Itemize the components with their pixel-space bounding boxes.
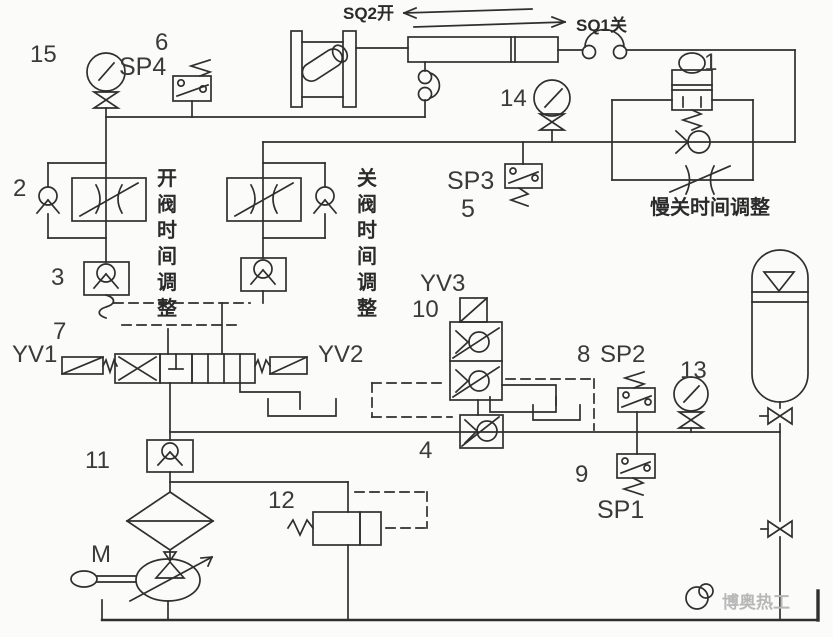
flow-control-open-time xyxy=(35,162,147,239)
check-valve-3-left xyxy=(83,261,130,296)
label-sp2: SP2 xyxy=(600,341,645,368)
stroke-direction-arrows xyxy=(402,6,567,29)
pilot-box-dashed xyxy=(371,378,595,431)
hydraulic-cylinder xyxy=(407,36,583,63)
check-valve-3-right xyxy=(240,257,287,304)
label-8: 8 xyxy=(577,341,590,368)
label-open-time-adjust: 开阀时间调整 xyxy=(157,168,177,320)
label-5: 5 xyxy=(461,195,475,223)
flow-control-close-time xyxy=(226,141,338,259)
accumulator-shutoff-valve xyxy=(759,401,793,433)
accumulator xyxy=(751,249,809,433)
pressure-switch-sp2 xyxy=(617,370,656,433)
solenoid-valve-10 xyxy=(449,296,581,421)
label-10: 10 xyxy=(412,296,439,323)
limit-switch-sq1 xyxy=(581,28,796,143)
label-sq1-close: SQ1关 xyxy=(576,15,627,35)
label-13: 13 xyxy=(680,357,707,384)
label-close-time-adjust: 关阀时间调整 xyxy=(357,168,377,320)
label-1: 1 xyxy=(704,49,717,76)
pump-and-motor xyxy=(70,551,214,620)
label-14: 14 xyxy=(500,85,527,112)
label-sp3: SP3 xyxy=(447,167,494,195)
label-2: 2 xyxy=(13,175,26,202)
label-6: 6 xyxy=(155,29,168,56)
butterfly-disc xyxy=(301,44,349,83)
label-3: 3 xyxy=(51,264,64,291)
drain-shutoff-valve xyxy=(760,431,793,620)
adjustable-throttle xyxy=(668,164,732,196)
directional-valve-7 xyxy=(60,353,337,441)
pressure-switch-sp4 xyxy=(172,58,213,118)
check-valve-4 xyxy=(459,414,504,449)
relief-valve-12 xyxy=(169,481,428,620)
label-yv2: YV2 xyxy=(318,341,363,368)
label-yv1: YV1 xyxy=(12,341,57,368)
pilot-lines-dashed xyxy=(98,293,251,355)
label-sp1: SP1 xyxy=(597,496,644,524)
label-motor: M xyxy=(91,541,111,568)
watermark-logo xyxy=(685,583,714,610)
slow-close-valve-1 xyxy=(611,52,754,196)
label-9: 9 xyxy=(575,461,588,488)
label-4: 4 xyxy=(419,437,432,464)
label-7: 7 xyxy=(53,318,66,345)
butterfly-valve xyxy=(290,30,409,108)
label-yv3: YV3 xyxy=(420,270,465,297)
watermark-text: 博奥热工 xyxy=(722,593,790,612)
filter xyxy=(125,490,215,560)
label-11: 11 xyxy=(85,447,110,474)
pressure-switch-sp3 xyxy=(504,141,543,208)
pressure-switch-sp1 xyxy=(616,431,656,497)
label-slow-close: 慢关时间调整 xyxy=(650,195,770,219)
solenoid-yv2 xyxy=(269,356,308,375)
pressure-gauge-14 xyxy=(533,79,571,143)
label-sq2-open: SQ2开 xyxy=(343,4,394,23)
label-sp4: SP4 xyxy=(119,53,166,81)
label-12: 12 xyxy=(268,487,295,514)
tank-symbol-yv2 xyxy=(267,398,337,417)
check-valve-11 xyxy=(146,439,194,493)
pressure-gauge-13 xyxy=(673,376,709,433)
label-15: 15 xyxy=(30,41,57,68)
motor-handle xyxy=(70,570,98,588)
limit-switch-sq2 xyxy=(417,61,441,118)
tank-return-line xyxy=(100,589,820,622)
